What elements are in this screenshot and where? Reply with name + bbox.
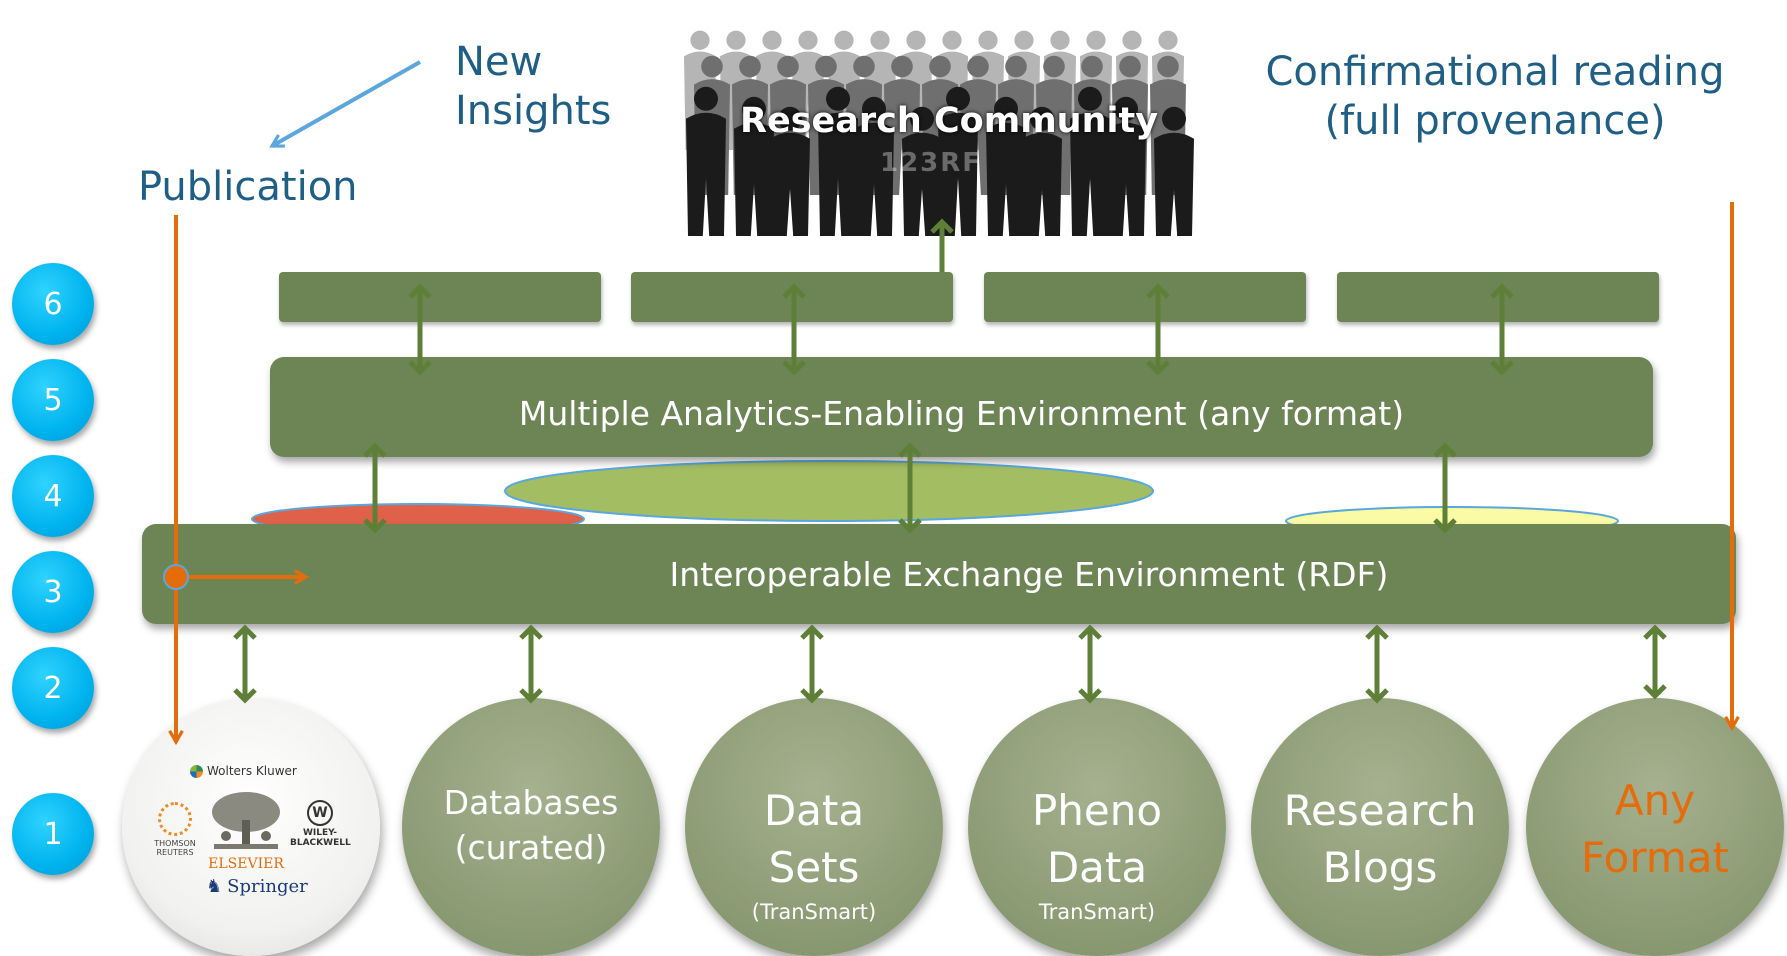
- source-any-format-line2: Format: [1580, 833, 1729, 882]
- source-databases-line2: (curated): [454, 828, 608, 867]
- app-bar-2: [631, 272, 953, 322]
- source-pheno-data-note: TranSmart): [1038, 900, 1156, 924]
- source-data-sets: Data Sets (TranSmart): [685, 698, 943, 956]
- new-insights-line1: New: [455, 39, 543, 85]
- silhouette-crowd-icon: [682, 8, 1202, 238]
- source-data-sets-line1: Data: [763, 786, 865, 835]
- wiley-blackwell-logo: W WILEY- BLACKWELL: [290, 800, 351, 848]
- level-6-badge: 6: [12, 263, 94, 345]
- source-data-sets-line2: Sets: [768, 843, 860, 892]
- source-databases-line1: Databases: [443, 783, 619, 822]
- new-insights-arrow: [269, 60, 421, 148]
- source-research-blogs-line2: Blogs: [1322, 843, 1438, 892]
- confirmational-line1: Confirmational reading: [1265, 49, 1725, 95]
- level-5-badge: 5: [12, 359, 94, 441]
- source-databases: Databases (curated): [402, 698, 660, 956]
- springer-horse-icon: ♞: [206, 876, 223, 897]
- publishers-circle: Wolters Kluwer THOMSON REUTERS ELSEVIER …: [122, 698, 380, 956]
- publication-label: Publication: [138, 164, 358, 210]
- wolters-kluwer-icon: [190, 764, 203, 778]
- thomson-reuters-icon: [158, 802, 192, 836]
- app-bar-4: [1337, 272, 1659, 322]
- elsevier-tree-icon: [212, 792, 280, 849]
- wiley-icon: W: [307, 800, 333, 826]
- level-1-badge: 1: [12, 793, 94, 875]
- crowd-watermark: 123RF: [880, 148, 983, 178]
- analytics-environment-layer: Multiple Analytics-Enabling Environment …: [270, 357, 1653, 457]
- source-pheno-data: Pheno Data TranSmart): [968, 698, 1226, 956]
- source-any-format-line1: Any: [1614, 776, 1696, 825]
- source-research-blogs: Research Blogs: [1251, 698, 1509, 956]
- source-pheno-data-line1: Pheno: [1031, 786, 1163, 835]
- level-2-badge: 2: [12, 647, 94, 729]
- thomson-reuters-logo: THOMSON REUTERS: [150, 802, 200, 857]
- source-any-format: Any Format: [1526, 698, 1784, 956]
- wolters-kluwer-logo: Wolters Kluwer: [190, 764, 297, 778]
- level-4-badge: 4: [12, 455, 94, 537]
- springer-text: Springer: [227, 876, 308, 897]
- research-community-label: Research Community: [740, 101, 1159, 141]
- wolters-kluwer-text: Wolters Kluwer: [207, 764, 297, 778]
- analytics-environment-label: Multiple Analytics-Enabling Environment …: [518, 393, 1405, 433]
- confirmational-reading-label: Confirmational reading (full provenance): [1255, 48, 1735, 146]
- exchange-environment-layer: Interoperable Exchange Environment (RDF): [142, 524, 1736, 624]
- wiley-text: WILEY-: [302, 828, 338, 838]
- elsevier-logo: ELSEVIER: [202, 790, 290, 872]
- confirmational-line2: (full provenance): [1324, 97, 1666, 144]
- springer-logo: ♞ Springer: [206, 876, 308, 897]
- thomson-text: THOMSON: [154, 839, 196, 848]
- source-research-blogs-line1: Research: [1283, 786, 1477, 835]
- new-insights-label: New Insights: [455, 38, 611, 136]
- elsevier-text: ELSEVIER: [208, 856, 284, 872]
- app-bar-1: [279, 272, 601, 322]
- green-ellipse: [504, 460, 1154, 522]
- reuters-text: REUTERS: [156, 848, 194, 857]
- level-3-badge: 3: [12, 551, 94, 633]
- source-data-sets-note: (TranSmart): [751, 900, 877, 924]
- app-bar-3: [984, 272, 1306, 322]
- blackwell-text: BLACKWELL: [290, 838, 351, 848]
- exchange-environment-label: Interoperable Exchange Environment (RDF): [669, 554, 1389, 594]
- source-pheno-data-line2: Data: [1046, 843, 1148, 892]
- new-insights-line2: Insights: [455, 87, 612, 134]
